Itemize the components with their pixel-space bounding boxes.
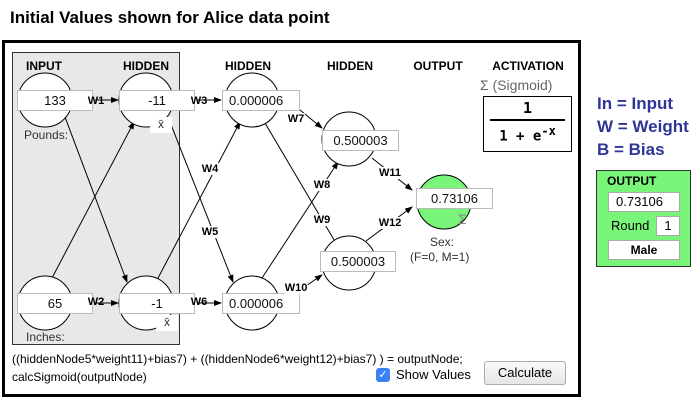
edge [64,116,128,283]
round-label: Round [611,218,650,233]
input-1-field[interactable]: 133 [17,90,93,111]
edge [167,116,234,283]
pounds-label: Pounds: [24,128,69,142]
header-hidden-2: HIDDEN [224,59,272,73]
hidden-3-field[interactable]: 0.000006 [222,90,300,111]
weight-label-w9: W9 [313,214,331,226]
header-input: INPUT [26,59,62,73]
round-field[interactable]: 1 [656,216,680,236]
sigma-label: Σ [458,211,467,227]
sex-label: Sex: [430,235,455,249]
output-value-field[interactable]: 0.73106 [608,192,680,212]
show-values-label[interactable]: Show Values [396,367,471,382]
weight-label-w8: W8 [313,179,331,191]
header-hidden-3: HIDDEN [326,59,374,73]
header-activation: ACTIVATION [492,59,564,73]
inches-label: Inches: [26,330,65,344]
legend-input: In = Input [597,94,674,113]
network-panel [2,40,581,397]
hidden-1-field[interactable]: -11 [119,90,195,111]
legend: In = Input W = Weight B = Bias [597,92,689,161]
sigmoid-denominator: 1 + e [499,128,542,145]
input-2-field[interactable]: 65 [17,293,93,314]
weight-label-w4: W4 [201,163,219,175]
result-field: Male [608,240,680,260]
calculate-button[interactable]: Calculate [484,361,566,385]
weight-label-w7: W7 [287,113,305,125]
weight-label-w11: W11 [378,167,402,179]
legend-bias: B = Bias [597,140,665,159]
output-panel-title: OUTPUT [607,174,657,188]
output-field[interactable]: 0.73106 [416,188,493,209]
weight-label-w3: W3 [190,95,208,107]
page-title: Initial Values shown for Alice data poin… [10,8,330,27]
hidden-5-field[interactable]: 0.500003 [322,130,399,151]
activation-name: Σ (Sigmoid) [480,77,553,93]
hidden-4-field[interactable]: 0.000006 [222,293,300,314]
edge [264,122,341,251]
formula-text: ((hiddenNode5*weight11)+bias7) + ((hidde… [12,350,463,386]
show-values-checkbox[interactable]: ✓ [376,368,390,382]
header-output: OUTPUT [413,59,463,73]
weight-label-w10: W10 [284,282,308,294]
weight-label-w12: W12 [378,217,402,229]
edge [156,121,241,281]
legend-weight: W = Weight [597,117,689,136]
header-hidden-1: HIDDEN [122,59,170,73]
weight-label-w2: W2 [87,296,105,308]
weight-label-w5: W5 [201,226,219,238]
formula-line-2: calcSigmoid(outputNode) [12,370,147,384]
sigmoid-numerator: 1 [522,99,533,117]
edge [51,121,135,279]
sex-codes-label: (F=0, M=1) [410,250,470,264]
weight-label-w6: W6 [190,296,208,308]
formula-line-1: ((hiddenNode5*weight11)+bias7) + ((hidde… [12,352,463,366]
weight-label-w1: W1 [87,95,105,107]
sigmoid-formula: 1 1 + e-x [483,96,572,152]
output-panel: OUTPUT 0.73106 Round 1 Male [596,170,691,267]
xbar-label-1: x̄ [150,117,172,133]
sigmoid-exponent: -x [541,124,556,138]
hidden-6-field[interactable]: 0.500003 [320,251,396,272]
xbar-label-2: x̄ [156,315,178,331]
hidden-2-field[interactable]: -1 [119,293,195,314]
